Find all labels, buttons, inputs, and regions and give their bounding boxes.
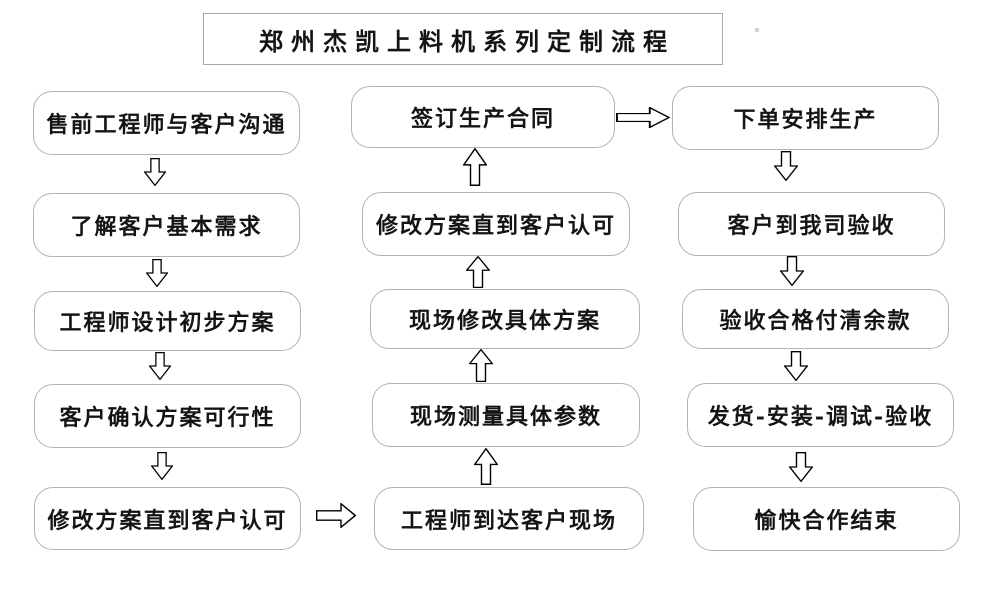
arrow-down-icon bbox=[149, 352, 171, 380]
arrow-down-icon bbox=[780, 256, 804, 286]
arrow-up-icon bbox=[466, 256, 490, 288]
step-engineer-arrives-onsite: 工程师到达客户现场 bbox=[374, 487, 644, 550]
arrow-up-icon bbox=[463, 148, 487, 186]
arrow-right-icon bbox=[316, 503, 356, 528]
step-pay-balance: 验收合格付清余款 bbox=[682, 289, 949, 349]
arrow-down-icon bbox=[774, 151, 798, 181]
arrow-down-icon bbox=[789, 452, 813, 482]
step-confirm-feasibility: 客户确认方案可行性 bbox=[34, 384, 301, 448]
step-onsite-measure-parameters: 现场测量具体参数 bbox=[372, 383, 640, 447]
arrow-down-icon bbox=[144, 158, 166, 186]
step-design-preliminary-plan: 工程师设计初步方案 bbox=[34, 291, 301, 351]
arrow-down-icon bbox=[146, 259, 168, 287]
step-revise-until-approved-left: 修改方案直到客户认可 bbox=[34, 487, 301, 550]
step-revise-until-approved-middle: 修改方案直到客户认可 bbox=[362, 192, 630, 256]
arrow-up-icon bbox=[474, 448, 498, 485]
step-presales-communication: 售前工程师与客户沟通 bbox=[33, 91, 300, 155]
arrow-down-icon bbox=[784, 351, 808, 381]
step-customer-acceptance-visit: 客户到我司验收 bbox=[678, 192, 945, 256]
arrow-right-icon bbox=[616, 107, 670, 128]
step-sign-contract: 签订生产合同 bbox=[351, 86, 615, 148]
step-cooperation-ends: 愉快合作结束 bbox=[693, 487, 960, 551]
step-ship-install-debug-accept: 发货-安装-调试-验收 bbox=[687, 383, 954, 447]
step-onsite-modify-plan: 现场修改具体方案 bbox=[370, 289, 640, 349]
scan-speck bbox=[755, 28, 759, 32]
arrow-up-icon bbox=[469, 349, 493, 382]
step-understand-needs: 了解客户基本需求 bbox=[33, 193, 300, 257]
diagram-title: 郑州杰凯上料机系列定制流程 bbox=[203, 13, 723, 65]
step-place-order-production: 下单安排生产 bbox=[672, 86, 939, 150]
arrow-down-icon bbox=[151, 452, 173, 480]
